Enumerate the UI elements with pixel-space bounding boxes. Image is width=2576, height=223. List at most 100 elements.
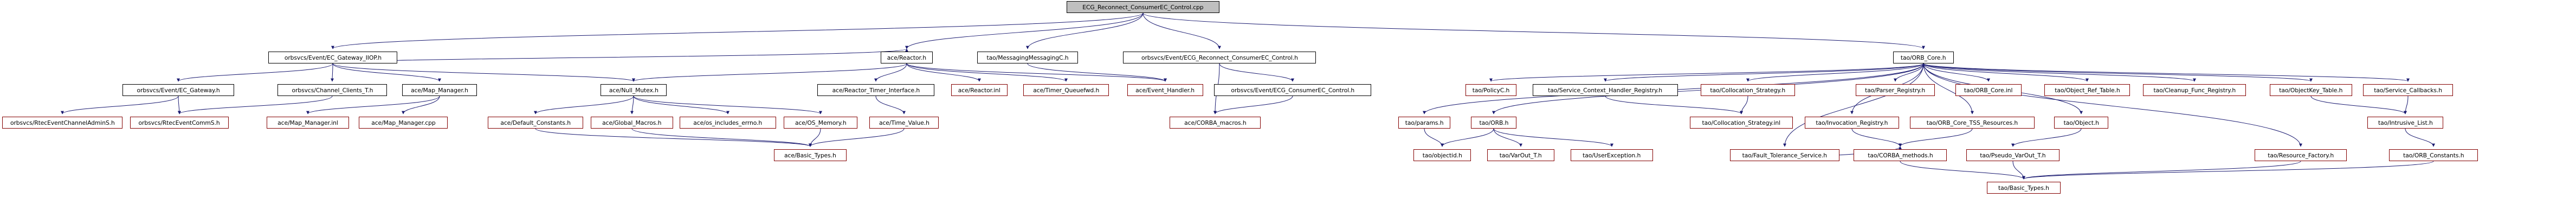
- graph-node-label: tao/Collocation_Strategy.inl: [1702, 119, 1781, 126]
- graph-node[interactable]: orbsvcs/Event/ECG_ConsumerEC_Control.h: [1214, 84, 1371, 96]
- graph-node-label: tao/params.h: [1405, 119, 1444, 126]
- graph-node[interactable]: tao/ORB_Core.inl: [1955, 84, 2022, 96]
- graph-node-label: tao/Object.h: [2063, 119, 2099, 126]
- graph-edge: [306, 95, 440, 114]
- graph-node[interactable]: tao/UserException.h: [1571, 149, 1653, 161]
- graph-node[interactable]: tao/ORB.h: [1471, 117, 1516, 129]
- graph-node-label: ace/Map_Manager.cpp: [371, 119, 436, 126]
- graph-node[interactable]: tao/Object.h: [2054, 117, 2108, 129]
- graph-node-label: ace/Reactor_Timer_Interface.h: [832, 86, 920, 94]
- graph-node-label: tao/PolicyC.h: [1472, 86, 1510, 94]
- graph-node[interactable]: ace/CORBA_macros.h: [1170, 117, 1261, 129]
- graph-node[interactable]: tao/Collocation_Strategy.inl: [1690, 117, 1793, 129]
- graph-edge: [1493, 128, 1522, 147]
- graph-node[interactable]: tao/ORB_Constants.h: [2389, 149, 2478, 161]
- graph-edge: [331, 63, 334, 82]
- graph-node[interactable]: ace/Null_Mutex.h: [601, 84, 667, 96]
- graph-node[interactable]: ace/OS_Memory.h: [784, 117, 857, 129]
- graph-node-label: tao/Resource_Factory.h: [2268, 151, 2334, 159]
- graph-node[interactable]: ace/os_includes_errno.h: [680, 117, 776, 129]
- graph-edge: [875, 95, 906, 114]
- graph-node-label: ace/Basic_Types.h: [784, 151, 836, 159]
- graph-node[interactable]: tao/ORB_Core_TSS_Resources.h: [1910, 117, 2035, 129]
- graph-node-label: tao/objectid.h: [1422, 151, 1462, 159]
- graph-node-label: ace/Reactor.inl: [958, 86, 1001, 94]
- graph-node-label: tao/Object_Ref_Table.h: [2054, 86, 2120, 94]
- graph-edge: [2022, 161, 2301, 180]
- graph-node[interactable]: ace/Event_Handler.h: [1127, 84, 1203, 96]
- graph-edge: [1142, 12, 1925, 49]
- graph-edge: [1424, 128, 1444, 147]
- graph-node[interactable]: ace/Reactor_Timer_Interface.h: [817, 84, 934, 96]
- graph-edge: [905, 12, 1144, 49]
- graph-edge: [1899, 128, 1973, 147]
- graph-node[interactable]: ace/Global_Macros.h: [591, 117, 673, 129]
- graph-node[interactable]: ace/Reactor.h: [881, 52, 933, 63]
- graph-node[interactable]: tao/PolicyC.h: [1465, 84, 1516, 96]
- graph-node-label: tao/Parser_Registry.h: [1865, 86, 1926, 94]
- graph-node[interactable]: ace/Reactor.inl: [951, 84, 1008, 96]
- graph-edge: [1923, 63, 2302, 147]
- graph-edge: [633, 95, 822, 114]
- graph-node-root[interactable]: ECG_Reconnect_ConsumerEC_Control.cpp: [1067, 1, 1219, 13]
- graph-node[interactable]: orbsvcs/Event/ECG_Reconnect_ConsumerEC_C…: [1123, 52, 1316, 63]
- graph-node-label: tao/ORB.h: [1479, 119, 1508, 126]
- graph-node[interactable]: tao/CORBA_methods.h: [1854, 149, 1947, 161]
- graph-node[interactable]: orbsvcs/Channel_Clients_T.h: [277, 84, 387, 96]
- graph-edge: [809, 128, 821, 147]
- graph-node[interactable]: ace/Map_Manager.h: [402, 84, 477, 96]
- graph-node-label: ace/Default_Constants.h: [500, 119, 571, 126]
- graph-node[interactable]: orbsvcs/Event/EC_Gateway_IIOP.h: [268, 52, 397, 63]
- graph-node[interactable]: ace/Default_Constants.h: [488, 117, 583, 129]
- graph-node[interactable]: tao/Fault_Tolerance_Service.h: [1730, 149, 1839, 161]
- graph-node-label: tao/Intrusive_List.h: [2378, 119, 2433, 126]
- graph-node[interactable]: tao/objectid.h: [1413, 149, 1471, 161]
- graph-node[interactable]: ace/Map_Manager.inl: [267, 117, 349, 129]
- graph-node[interactable]: tao/ObjectKey_Table.h: [2270, 84, 2352, 96]
- graph-node[interactable]: tao/Basic_Types.h: [1987, 182, 2061, 194]
- graph-node[interactable]: tao/Collocation_Strategy.h: [1701, 84, 1795, 96]
- graph-node-label: tao/ObjectKey_Table.h: [2279, 86, 2343, 94]
- graph-node[interactable]: tao/Service_Callbacks.h: [2363, 84, 2453, 96]
- graph-node-label: tao/ORB_Core.inl: [1964, 86, 2013, 94]
- graph-edge: [1894, 63, 1924, 82]
- graph-node-label: tao/Pseudo_VarOut_T.h: [1980, 151, 2046, 159]
- graph-node[interactable]: tao/Object_Ref_Table.h: [2044, 84, 2130, 96]
- graph-node[interactable]: tao/MessagingMessagingC.h: [977, 52, 1078, 63]
- graph-node[interactable]: ace/Time_Value.h: [869, 117, 939, 129]
- graph-node-label: ace/OS_Memory.h: [795, 119, 847, 126]
- graph-node[interactable]: tao/Cleanup_Func_Registry.h: [2143, 84, 2246, 96]
- graph-edge: [1746, 63, 1924, 82]
- graph-node[interactable]: tao/Resource_Factory.h: [2255, 149, 2347, 161]
- graph-edge: [1441, 128, 1494, 147]
- graph-node-label: ace/Time_Value.h: [879, 119, 929, 126]
- graph-node[interactable]: tao/ORB_Core.h: [1893, 52, 1954, 63]
- graph-node-label: tao/MessagingMessagingC.h: [986, 54, 1069, 61]
- graph-node-label: tao/UserException.h: [1583, 151, 1641, 159]
- graph-edge: [630, 95, 634, 114]
- graph-node[interactable]: ace/Timer_Queuefwd.h: [1023, 84, 1109, 96]
- graph-node-label: tao/ORB_Core.h: [1901, 54, 1946, 61]
- graph-edge: [874, 63, 907, 82]
- graph-node-label: tao/Fault_Tolerance_Service.h: [1742, 151, 1828, 159]
- graph-node[interactable]: orbsvcs/RtecEventCommS.h: [130, 117, 229, 129]
- graph-edge: [1142, 12, 1221, 49]
- graph-node[interactable]: tao/Pseudo_VarOut_T.h: [1966, 149, 2059, 161]
- graph-edge: [1493, 128, 1613, 147]
- graph-node[interactable]: tao/params.h: [1398, 117, 1450, 129]
- graph-node[interactable]: tao/Intrusive_List.h: [2367, 117, 2443, 129]
- graph-node-label: tao/VarOut_T.h: [1500, 151, 1542, 159]
- graph-edge: [1923, 63, 2089, 82]
- graph-node[interactable]: orbsvcs/Event/EC_Gateway.h: [122, 84, 234, 96]
- graph-node-label: ace/Map_Manager.inl: [277, 119, 338, 126]
- graph-node[interactable]: tao/VarOut_T.h: [1487, 149, 1554, 161]
- graph-node[interactable]: tao/Invocation_Registry.h: [1805, 117, 1899, 129]
- graph-node[interactable]: ace/Basic_Types.h: [774, 149, 847, 161]
- graph-node[interactable]: orbsvcs/RtecEventChannelAdminS.h: [2, 117, 122, 129]
- graph-node[interactable]: tao/Parser_Registry.h: [1856, 84, 1935, 96]
- graph-edge: [809, 128, 905, 147]
- graph-node[interactable]: ace/Map_Manager.cpp: [359, 117, 448, 129]
- graph-edge: [1604, 63, 1924, 82]
- graph-node[interactable]: tao/Service_Context_Handler_Registry.h: [1533, 84, 1678, 96]
